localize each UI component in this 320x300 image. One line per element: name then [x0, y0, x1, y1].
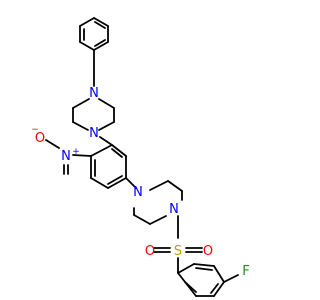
atom-o-sulfonyl-left: O — [145, 244, 155, 259]
bond-n-benzene — [99, 136, 113, 146]
atom-o-sulfonyl-right: O — [203, 244, 213, 259]
piperazine-ring-lower — [133, 180, 183, 225]
bond-benzene-piperazine — [125, 177, 137, 189]
phenyl-ring — [79, 17, 109, 51]
nitro-benzene-ring — [90, 144, 127, 189]
nitro-minus-charge: − — [31, 125, 39, 135]
bond-benzene-nitro — [72, 154, 92, 157]
atom-o-nitro: O — [35, 131, 45, 146]
atom-n-nitro: N — [61, 149, 71, 164]
atom-n-top: N — [89, 86, 99, 101]
fluorophenyl-ring — [177, 263, 225, 297]
bond-nitro-o-single — [45, 139, 60, 149]
atom-n-piperazine-upper: N — [89, 126, 99, 141]
atom-s-sulfonyl: S — [174, 244, 182, 259]
atom-n-piperazine-lower-left: N — [133, 185, 143, 200]
atom-n-piperazine-lower-right: N — [169, 202, 179, 217]
nitro-plus-charge: + — [72, 147, 80, 157]
atom-f-fluoro: F — [242, 264, 249, 279]
bond-aryl-f — [223, 274, 239, 283]
piperazine-ring-upper — [72, 98, 115, 131]
molecule-diagram: N N N + O − N N S O O F — [31, 17, 250, 297]
